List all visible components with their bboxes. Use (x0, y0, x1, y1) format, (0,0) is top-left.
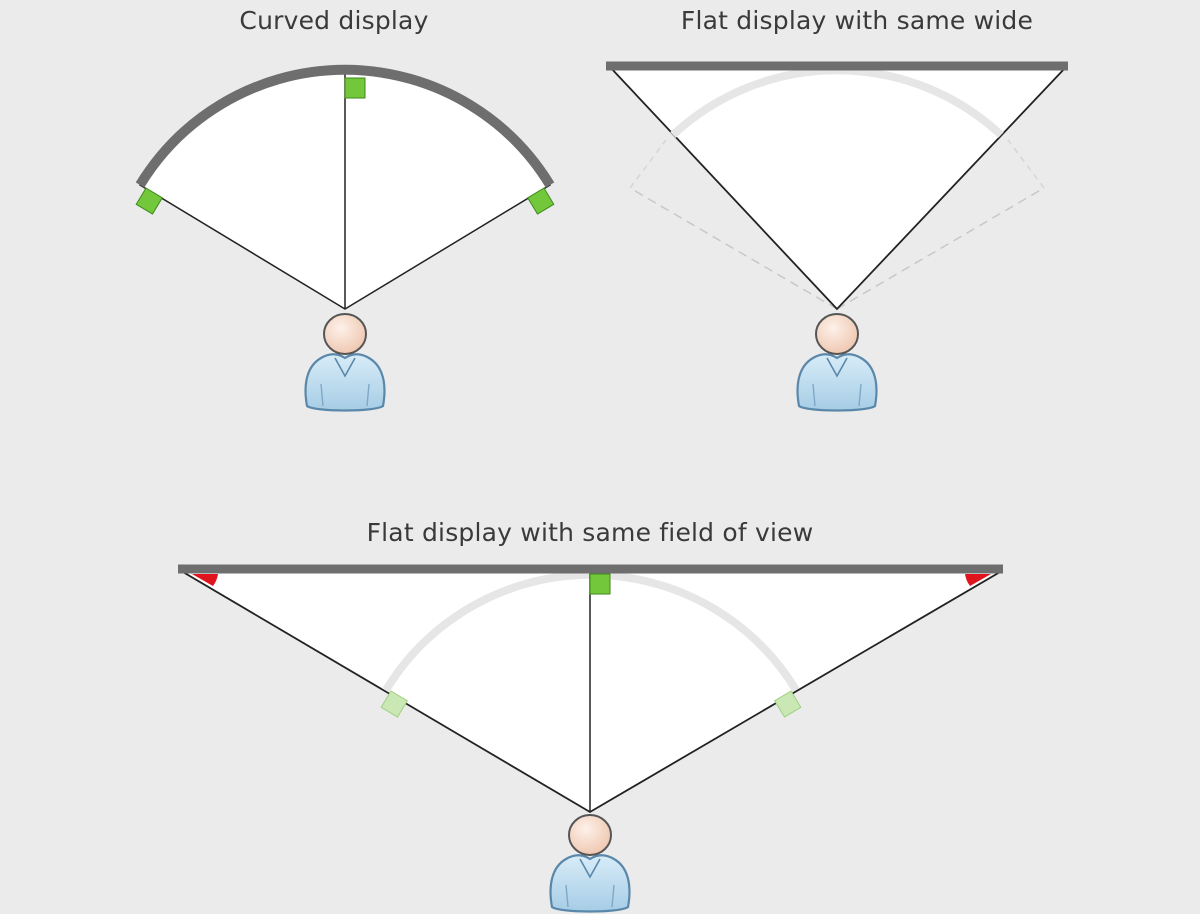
viewer-person-icon (304, 312, 386, 412)
right-angle-marker (589, 573, 611, 595)
acute-angle-marker (192, 574, 218, 586)
viewer-person-icon (549, 813, 631, 913)
flat-same-fov-label: Flat display with same field of view (366, 518, 814, 547)
faded-right-angle-marker (380, 690, 408, 718)
acute-angle-marker (965, 574, 991, 586)
right-angle-marker (527, 187, 555, 215)
curved-display-panel (135, 64, 555, 412)
faded-right-angle-marker (774, 690, 802, 718)
curved-display-label: Curved display (239, 6, 429, 35)
curved-screen (135, 64, 555, 188)
viewer-person-icon (796, 312, 878, 412)
ghost-curved-edge (629, 139, 1045, 189)
ghost-curved-sector (629, 187, 1045, 310)
flat-same-wide-panel (606, 61, 1069, 412)
flat-same-wide-label: Flat display with same wide (680, 6, 1034, 35)
flat-fov-triangle (179, 571, 1004, 814)
flat-same-fov-panel (178, 564, 1004, 913)
right-angle-marker (135, 187, 163, 215)
flat-view-triangle (607, 66, 1069, 311)
right-angle-marker (344, 77, 366, 99)
